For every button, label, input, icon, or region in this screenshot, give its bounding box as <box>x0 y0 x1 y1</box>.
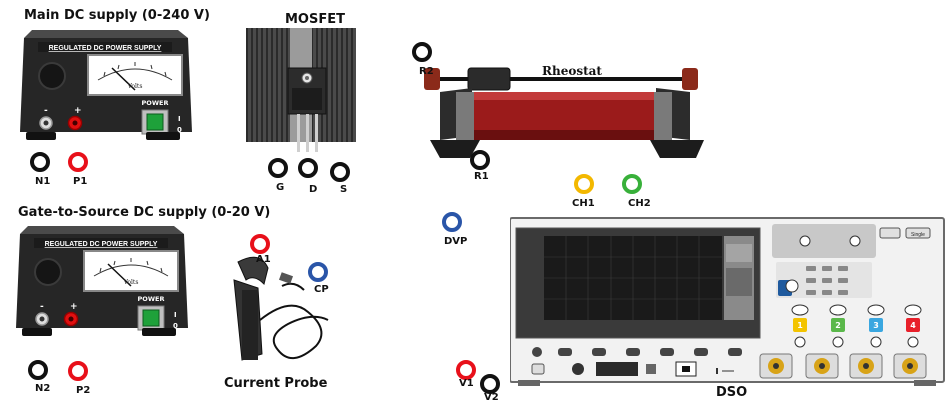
terminal-g[interactable] <box>268 158 288 178</box>
svg-text:I: I <box>178 115 181 123</box>
supply-banner-text: REGULATED DC POWER SUPPLY <box>45 241 158 248</box>
svg-text:0: 0 <box>177 126 182 134</box>
left-terminal[interactable] <box>424 68 440 90</box>
main-supply-title: Main DC supply (0-240 V) <box>24 8 210 23</box>
analog-voltmeter: Volts <box>87 54 183 96</box>
svg-text:OUTPUT: OUTPUT <box>47 132 72 138</box>
right-terminal[interactable] <box>682 68 698 90</box>
current-probe-title: Current Probe <box>224 376 328 391</box>
voltage-knob[interactable] <box>34 258 62 286</box>
terminal-label-n1: N1 <box>35 176 51 187</box>
terminal-label-d: D <box>309 184 318 195</box>
svg-text:+: + <box>70 302 78 312</box>
channel-2-key[interactable] <box>831 318 845 332</box>
terminal-r1[interactable] <box>470 150 490 170</box>
terminal-label-a1: A1 <box>256 254 271 265</box>
analog-voltmeter: Volts <box>83 250 179 292</box>
terminal-label-v1: V1 <box>459 378 474 389</box>
voltage-knob[interactable] <box>38 62 66 90</box>
terminal-n2[interactable] <box>28 360 48 380</box>
svg-text:Volts: Volts <box>123 279 139 286</box>
rheostat-device: Rheostat <box>424 64 704 158</box>
rheostat-title: Rheostat <box>542 64 602 78</box>
terminal-ch2[interactable] <box>622 174 642 194</box>
svg-text:Volts: Volts <box>127 83 143 90</box>
channel-3-key[interactable] <box>869 318 883 332</box>
terminal-p2[interactable] <box>68 361 88 381</box>
single-button-label: Single <box>911 232 925 238</box>
terminal-label-cp: CP <box>314 284 329 295</box>
terminal-r2[interactable] <box>412 42 432 62</box>
terminal-label-s: S <box>340 184 348 195</box>
svg-text:POWER: POWER <box>138 295 165 303</box>
dso-title: DSO <box>716 385 748 400</box>
svg-text:+: + <box>74 106 82 116</box>
resistor-coil <box>462 92 668 140</box>
terminal-label-p1: P1 <box>73 176 88 187</box>
mosfet-title: MOSFET <box>285 12 345 27</box>
svg-text:POWER: POWER <box>142 99 169 107</box>
svg-text:-: - <box>44 106 48 116</box>
main-dc-power-supply: REGULATED DC POWER SUPPLY Volts - + OUTP… <box>20 30 192 140</box>
terminal-label-g: G <box>276 182 285 193</box>
gate-dc-power-supply: REGULATED DC POWER SUPPLY Volts - + OUTP… <box>16 226 188 336</box>
channel-4-number: 4 <box>910 321 916 330</box>
terminal-a1[interactable] <box>250 234 270 254</box>
supply-banner-text: REGULATED DC POWER SUPPLY <box>49 45 162 52</box>
terminal-s[interactable] <box>330 162 350 182</box>
terminal-v2[interactable] <box>480 374 500 394</box>
terminal-cp[interactable] <box>308 262 328 282</box>
svg-text:-: - <box>40 302 44 312</box>
terminal-p1[interactable] <box>68 152 88 172</box>
svg-text:I: I <box>174 311 177 319</box>
terminal-n1[interactable] <box>30 152 50 172</box>
terminal-label-r2: R2 <box>419 66 434 77</box>
svg-text:OUTPUT: OUTPUT <box>43 328 68 334</box>
gate-supply-title: Gate-to-Source DC supply (0-20 V) <box>18 205 271 220</box>
svg-text:0: 0 <box>173 322 178 330</box>
power-button[interactable] <box>572 363 584 375</box>
dso-oscilloscope: Single <box>510 217 945 386</box>
channel-2-number: 2 <box>835 321 841 330</box>
terminal-label-n2: N2 <box>35 383 51 394</box>
terminal-label-ch2: CH2 <box>628 198 651 209</box>
mosfet-device <box>246 28 356 152</box>
terminal-label-p2: P2 <box>76 385 91 396</box>
terminal-label-v2: V2 <box>484 392 499 403</box>
terminal-v1[interactable] <box>456 360 476 380</box>
channel-4-key[interactable] <box>906 318 920 332</box>
terminal-d[interactable] <box>298 158 318 178</box>
terminal-label-ch1: CH1 <box>572 198 595 209</box>
terminal-dvp[interactable] <box>442 212 462 232</box>
channel-3-number: 3 <box>873 321 879 330</box>
terminal-label-r1: R1 <box>474 171 489 182</box>
slider-contact[interactable] <box>467 67 511 91</box>
terminal-label-dvp: DVP <box>444 236 468 247</box>
terminal-ch1[interactable] <box>574 174 594 194</box>
channel-1-number: 1 <box>797 321 803 330</box>
channel-1-key[interactable] <box>793 318 807 332</box>
channel-keys: 1 2 3 4 <box>793 318 920 332</box>
current-probe-device <box>233 256 329 361</box>
probe-cable <box>259 304 329 359</box>
